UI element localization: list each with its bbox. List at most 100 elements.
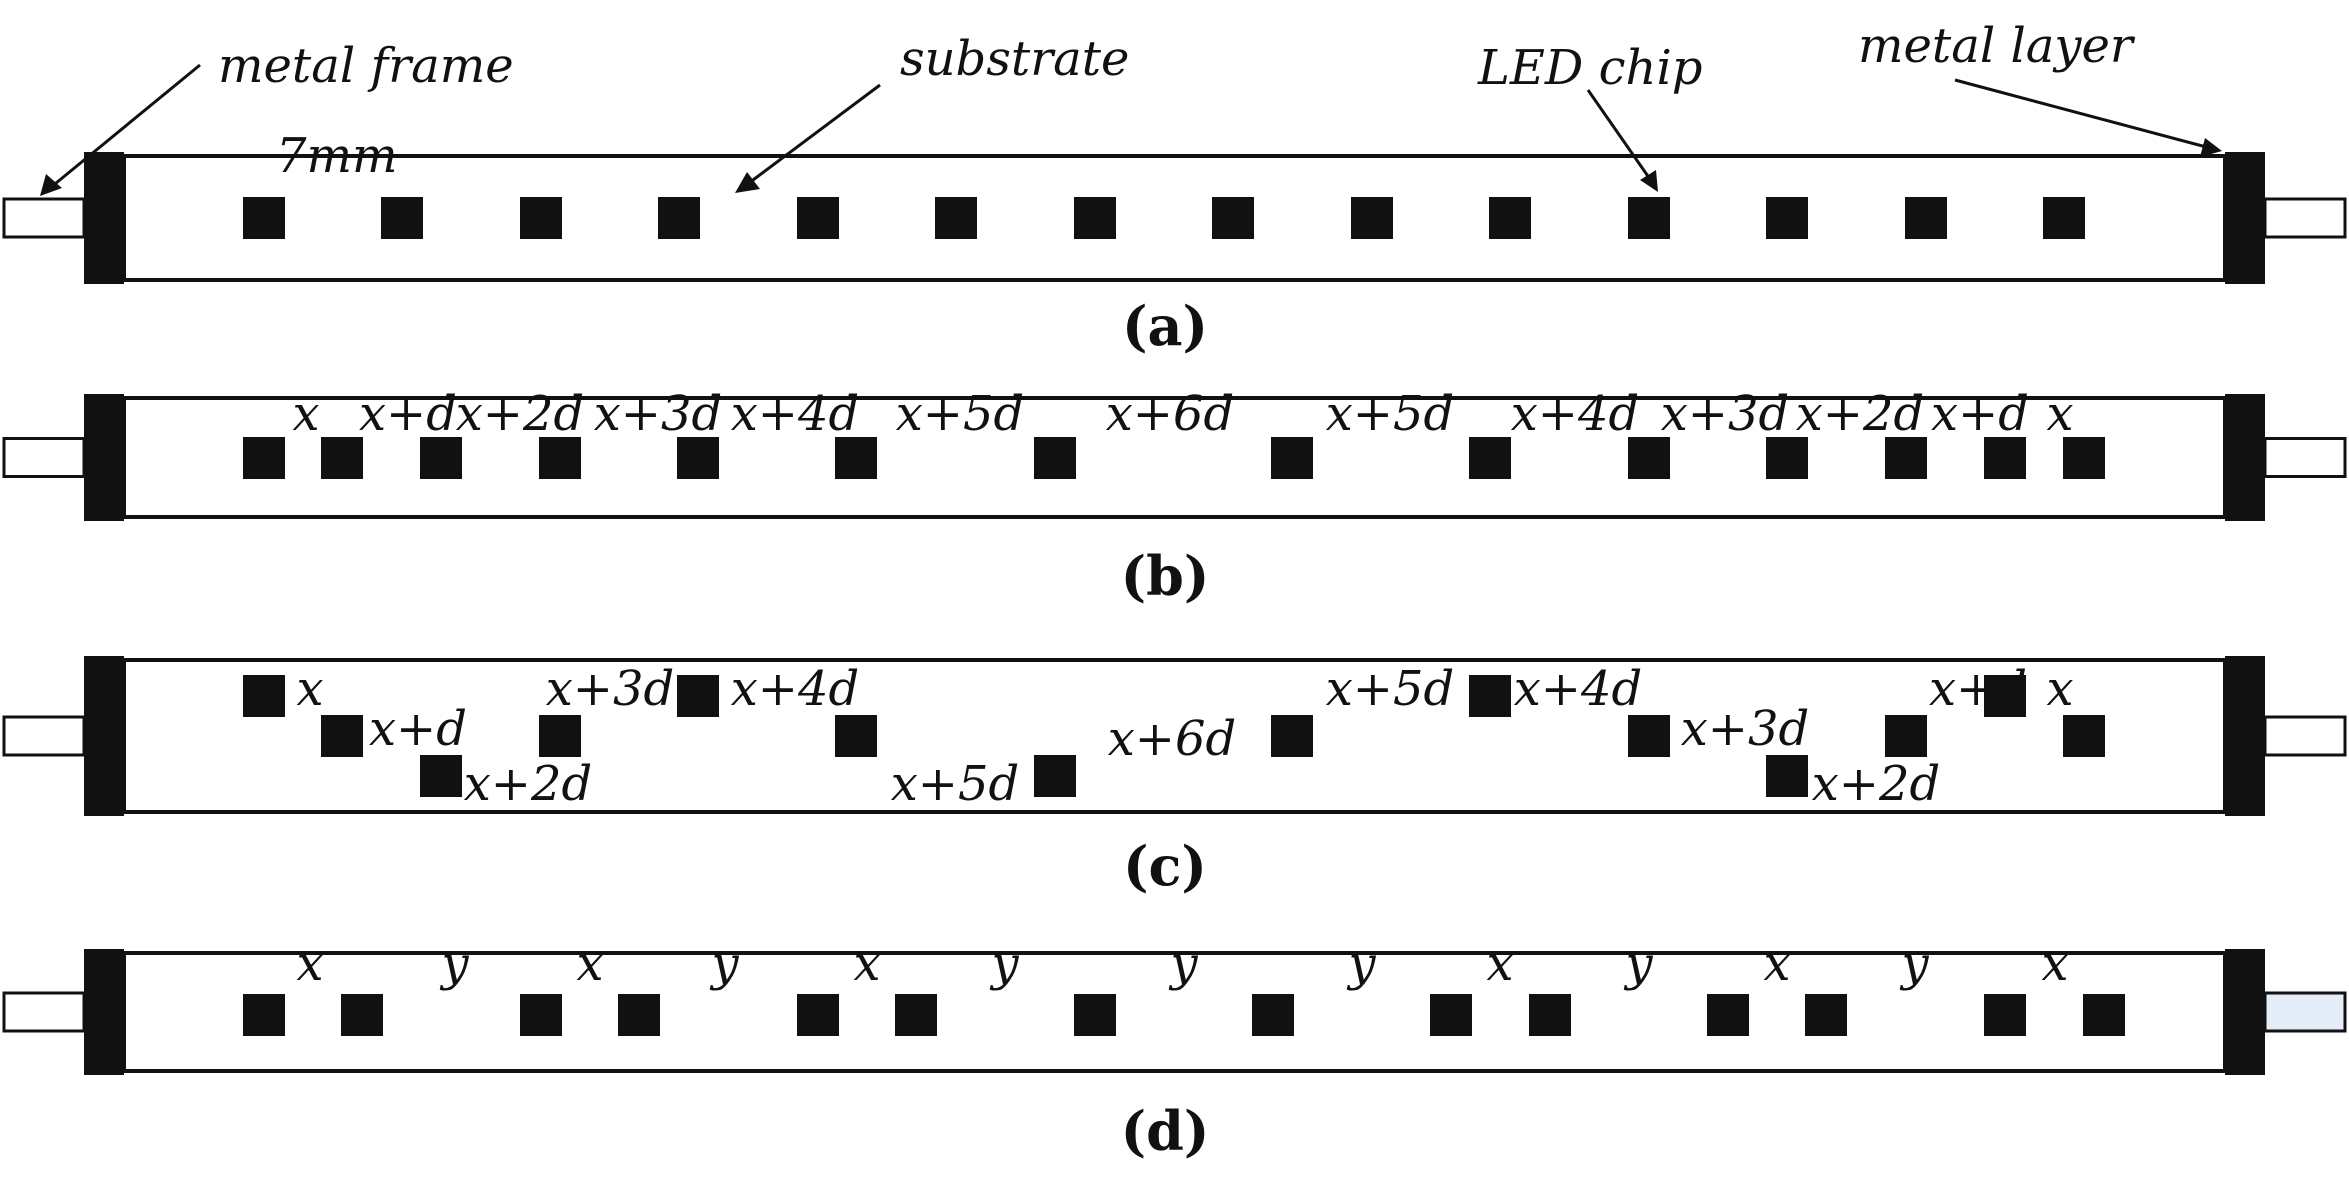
spacing-label-c-9: x+4d [1514,661,1643,717]
metal-frame-left-c [84,656,124,816]
substrate-a [122,154,2227,282]
led-chip-a-3 [520,197,562,239]
led-chip-b-12 [1885,437,1927,479]
spacing-label-d-4: y [709,936,739,992]
led-chip-c-10 [1628,715,1670,757]
metal-frame-right-c [2225,656,2265,816]
led-chip-b-9 [1469,437,1511,479]
led-chip-c-14 [2063,715,2105,757]
spacing-label-b-7: x+6d [1106,386,1235,442]
led-chip-b-7 [1034,437,1076,479]
led-chip-d-9 [1430,994,1472,1036]
terminal-pin-right-c [2263,715,2347,757]
caption-d: (d) [1121,1099,1210,1163]
terminal-pin-right-b [2263,437,2347,478]
led-chip-c-11 [1766,755,1808,797]
metal-frame-left-b [84,394,124,521]
metal-frame-right-b [2225,394,2265,521]
spacing-label-b-9: x+4d [1511,386,1640,442]
led-chip-b-8 [1271,437,1313,479]
spacing-label-c-3: x+2d [464,756,593,812]
metal-frame-right-a [2225,152,2265,284]
led-chip-b-6 [835,437,877,479]
led-chip-b-11 [1766,437,1808,479]
spacing-label-b-2: x+d [359,386,457,442]
led-chip-c-3 [420,755,462,797]
spacing-label-d-7: y [1168,936,1198,992]
led-chip-a-6 [935,197,977,239]
spacing-label-d-8: y [1346,936,1376,992]
spacing-label-d-1: x [296,936,323,992]
led-chip-d-5 [797,994,839,1036]
metal-frame-left-a [84,152,124,284]
led-chip-a-4 [658,197,700,239]
substrate-b [122,396,2227,519]
spacing-label-b-11: x+2d [1796,386,1925,442]
led-chip-annotation: LED chip [1477,40,1703,96]
caption-a: (a) [1122,294,1208,358]
spacing-label-c-4: x+3d [546,661,675,717]
led-chip-c-6 [835,715,877,757]
led-chip-a-12 [1766,197,1808,239]
caption-c: (c) [1123,834,1207,898]
led-chip-b-3 [420,437,462,479]
spacing-label-d-12: y [1899,936,1929,992]
spacing-label-b-5: x+4d [731,386,860,442]
spacing-label-c-1: x [296,661,323,717]
spacing-label-b-3: x+2d [456,386,585,442]
spacing-label-b-13: x [2046,386,2073,442]
led-chip-b-10 [1628,437,1670,479]
led-chip-d-10 [1529,994,1571,1036]
spacing-label-d-5: x [853,936,880,992]
spacing-label-b-4: x+3d [594,386,723,442]
spacing-label-b-8: x+5d [1326,386,1455,442]
led-chip-a-1 [243,197,285,239]
spacing-label-b-6: x+5d [896,386,1025,442]
spacing-label-b-12: x+d [1931,386,2029,442]
led-chip-d-2 [341,994,383,1036]
substrate-arrowhead [735,172,760,193]
led-chip-c-12 [1885,715,1927,757]
led-chip-a-14 [2043,197,2085,239]
spacing-label-d-10: y [1623,936,1653,992]
led-chip-c-8 [1271,715,1313,757]
led-chip-d-13 [1984,994,2026,1036]
spacing-label-c-7: x+6d [1108,711,1237,767]
led-chip-c-2 [321,715,363,757]
led-chip-b-5 [677,437,719,479]
substrate-c [122,658,2227,814]
spacing-label-d-13: x [2041,936,2068,992]
metal-frame-arrow [49,63,201,190]
led-chip-b-1 [243,437,285,479]
terminal-pin-right-a [2263,197,2347,239]
led-chip-b-4 [539,437,581,479]
terminal-pin-left-d [2,991,86,1033]
metal-frame-left-d [84,949,124,1075]
spacing-label-c-5: x+4d [731,661,860,717]
metal-frame-arrowhead [40,174,62,196]
led-chip-d-12 [1805,994,1847,1036]
led-chip-a-8 [1212,197,1254,239]
spacing-label-d-6: y [989,936,1019,992]
led-chip-b-13 [1984,437,2026,479]
led-chip-a-10 [1489,197,1531,239]
metal-layer-arrow [1954,78,2211,150]
led-chip-d-8 [1252,994,1294,1036]
spacing-label-c-8: x+5d [1326,661,1455,717]
terminal-pin-left-c [2,715,86,757]
annotation-group: metal frame substrate LED chip metal lay… [40,18,2222,196]
metal-layer-annotation: metal layer [1858,18,2136,74]
led-chip-arrow [1586,89,1654,183]
led-chip-a-7 [1074,197,1116,239]
led-chip-d-7 [1074,994,1116,1036]
led-chip-c-4 [539,715,581,757]
led-chip-d-6 [895,994,937,1036]
led-chip-a-5 [797,197,839,239]
led-chip-arrowhead [1640,170,1658,192]
led-chip-c-7 [1034,755,1076,797]
led-chip-d-4 [618,994,660,1036]
led-chip-d-1 [243,994,285,1036]
metal-frame-right-d [2225,949,2265,1075]
